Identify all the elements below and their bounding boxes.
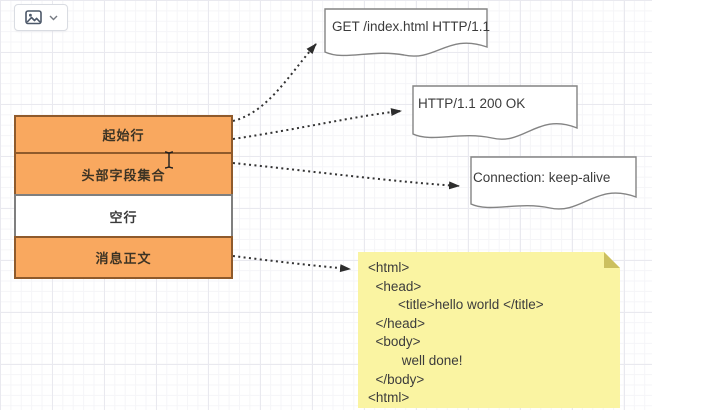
text-cursor-icon (164, 151, 174, 169)
connector-startline-to-request[interactable] (232, 43, 317, 122)
document-shape-request[interactable] (324, 8, 488, 57)
document-label-status: HTTP/1.1 200 OK (418, 96, 526, 111)
document-shape-status[interactable] (412, 85, 578, 140)
image-icon (24, 10, 42, 25)
sticky-note-fold (604, 252, 620, 268)
sticky-note[interactable]: <html> <head> <title>hello world </title… (358, 252, 620, 408)
document-label-request: GET /index.html HTTP/1.1 (332, 19, 491, 34)
stack-box-label: 起始行 (102, 128, 145, 143)
connector-startline-to-status[interactable] (232, 108, 402, 140)
stack-box-label: 空行 (109, 209, 138, 225)
insert-image-button[interactable] (14, 4, 68, 31)
stack-box-message-body[interactable]: 消息正文 (14, 236, 233, 279)
stack-box-header-fields[interactable]: 头部字段集合 (14, 152, 233, 196)
stack-box-empty-line[interactable]: 空行 (14, 194, 233, 238)
connector-body-to-note[interactable] (232, 255, 351, 273)
stack-box-label: 消息正文 (95, 251, 152, 266)
chevron-down-icon (49, 15, 57, 20)
stack-box-start-line[interactable]: 起始行 (14, 115, 233, 154)
document-shape-keepalive[interactable] (470, 156, 637, 210)
sticky-note-code: <html> <head> <title>hello world </title… (368, 260, 544, 406)
connector-headers-to-keepalive[interactable] (232, 162, 460, 190)
stack-box-label: 头部字段集合 (81, 167, 166, 183)
document-label-keepalive: Connection: keep-alive (473, 170, 611, 185)
